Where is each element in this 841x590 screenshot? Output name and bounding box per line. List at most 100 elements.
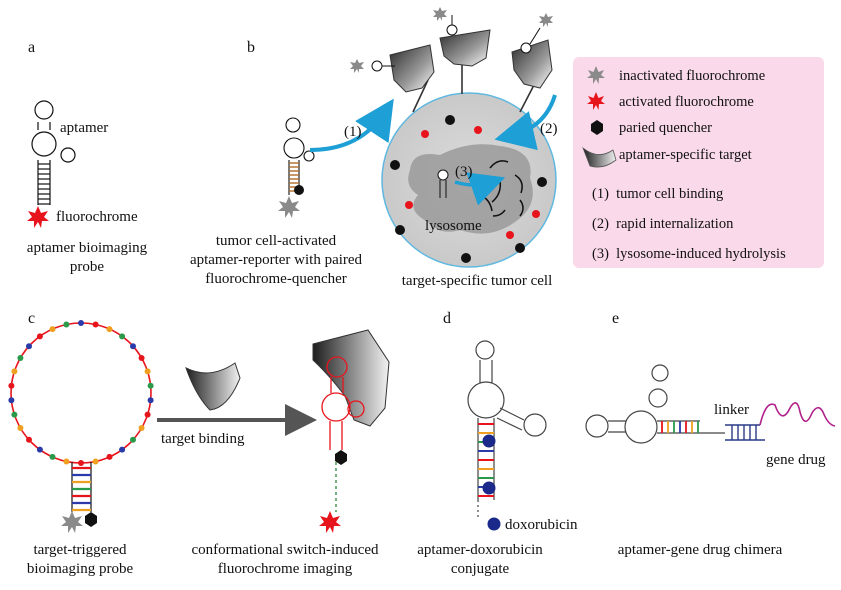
target-shape-icon (439, 29, 491, 67)
red-star-icon (27, 206, 49, 228)
target-binding-label: target binding (161, 431, 245, 447)
panel-b-caption-line2: aptamer-reporter with paired (190, 252, 363, 268)
nucleotide-bead (49, 326, 56, 333)
nucleotide-bead (11, 411, 18, 418)
nucleotide-bead (36, 333, 43, 340)
legend-item-6: (3) lysosome-induced hydrolysis (592, 246, 786, 262)
legend-item-0: inactivated fluorochrome (619, 68, 765, 84)
switched-aptamer (321, 356, 365, 512)
chimera-stem-rungs (661, 421, 699, 433)
panel-b-caption-line1: tumor cell-activated (216, 233, 337, 249)
nucleotide-bead (26, 343, 32, 350)
legend-item-3: aptamer-specific target (619, 147, 752, 163)
panel-b-caption-right: target-specific tumor cell (402, 273, 553, 289)
nucleotide-bead (17, 355, 24, 361)
nucleotide-bead (36, 446, 43, 453)
nucleotide-bead (78, 460, 84, 466)
nucleotide-bead (106, 326, 113, 333)
nucleotide-bead (144, 368, 151, 375)
linker (725, 424, 765, 441)
probe-stem (71, 462, 92, 512)
panel-a-caption-line2: probe (70, 259, 104, 275)
step3-label: (3) (455, 164, 473, 180)
gray-star-icon (539, 13, 553, 27)
binding-arrow-1 (309, 98, 394, 152)
aptamer-label: aptamer (60, 120, 108, 136)
panel-c-caption-left-line1: target-triggered (33, 542, 127, 558)
gray-star-icon (587, 66, 605, 84)
nucleotide-bead (119, 333, 126, 340)
panel-e-letter: e (612, 310, 619, 327)
probe-loop (10, 322, 152, 464)
red-star-icon (587, 92, 605, 110)
panel-b-letter: b (247, 39, 255, 56)
legend-box: inactivated fluorochrome activated fluor… (573, 57, 824, 268)
lysosome-label: lysosome (425, 218, 482, 234)
panel-e-caption: aptamer-gene drug chimera (618, 542, 783, 558)
hydrolysis-arrow-3 (454, 172, 506, 206)
gray-star-icon (433, 7, 447, 21)
nucleotide-bead (92, 321, 99, 328)
nucleotide-bead (78, 320, 84, 326)
nucleotide-bead (8, 397, 15, 404)
chimera-structure (585, 364, 725, 444)
nucleotide-bead (26, 436, 32, 443)
nucleotide-bead (130, 343, 136, 350)
target-shape-icon (582, 146, 617, 168)
panel-c-caption-right-line2: fluorochrome imaging (218, 561, 353, 577)
panel-a-caption-line1: aptamer bioimaging (27, 240, 148, 256)
gray-star-icon (278, 196, 300, 218)
gray-star-icon (61, 511, 83, 533)
nucleotide-bead (92, 458, 99, 465)
black-hexagon-icon (85, 512, 97, 527)
step2-label: (2) (540, 121, 558, 137)
panel-b-caption-line3: fluorochrome-quencher (205, 271, 347, 287)
nucleotide-bead (63, 321, 70, 328)
nucleotide-bead (17, 425, 24, 431)
nucleotide-bead (49, 453, 56, 460)
doxorubicin-dot (482, 434, 496, 448)
bound-aptamers (371, 15, 541, 72)
aptamer-probe-structure (31, 100, 76, 205)
nucleotide-bead (138, 425, 145, 431)
nucleotide-bead (144, 411, 151, 418)
panel-d-letter: d (443, 310, 451, 327)
red-star-icon (319, 511, 341, 533)
panel-c-caption-right-line1: conformational switch-induced (191, 542, 379, 558)
nucleotide-bead (106, 453, 113, 460)
panel-c-letter: c (28, 310, 35, 327)
internalized-aptamer (437, 169, 449, 198)
panel-c: c target binding target-triggered bioima… (8, 310, 390, 577)
gene-drug-label: gene drug (766, 452, 826, 468)
quencher-icon (294, 185, 304, 195)
nucleotide-bead (63, 458, 70, 465)
gene-drug-strand (759, 402, 836, 427)
black-hexagon-icon (335, 450, 347, 465)
aptamer-stem-rungs (38, 163, 50, 205)
aptamer-reporter-structure (283, 117, 315, 195)
panel-a-letter: a (28, 39, 35, 56)
internalization-arrow-2 (494, 94, 557, 151)
gray-star-icon (350, 59, 364, 73)
nucleotide-bead (11, 368, 18, 375)
panel-a: a aptamer fluorochrome aptamer bioimagin… (27, 39, 148, 275)
doxorubicin-legend-dot (487, 517, 501, 531)
fluorochrome-label: fluorochrome (56, 209, 138, 225)
nucleotide-bead (8, 382, 15, 389)
doxorubicin-conjugate-structure (467, 340, 547, 518)
target-shape-icon (185, 362, 241, 411)
nucleotide-bead (147, 382, 154, 389)
doxorubicin-dot (482, 481, 496, 495)
target-shape-icon (312, 329, 390, 427)
nucleotide-bead (130, 436, 136, 443)
linker-label: linker (714, 402, 749, 418)
quenchers-in-cell (390, 115, 547, 263)
nucleotide-bead (138, 355, 145, 361)
target-shape-icon (511, 39, 553, 89)
panel-d-caption-line2: conjugate (451, 561, 510, 577)
panel-c-caption-left-line2: bioimaging probe (27, 561, 134, 577)
activated-fluorochromes-in-cell (405, 126, 540, 239)
nucleotide-bead (147, 397, 154, 404)
legend-item-4: (1) tumor cell binding (592, 186, 723, 202)
